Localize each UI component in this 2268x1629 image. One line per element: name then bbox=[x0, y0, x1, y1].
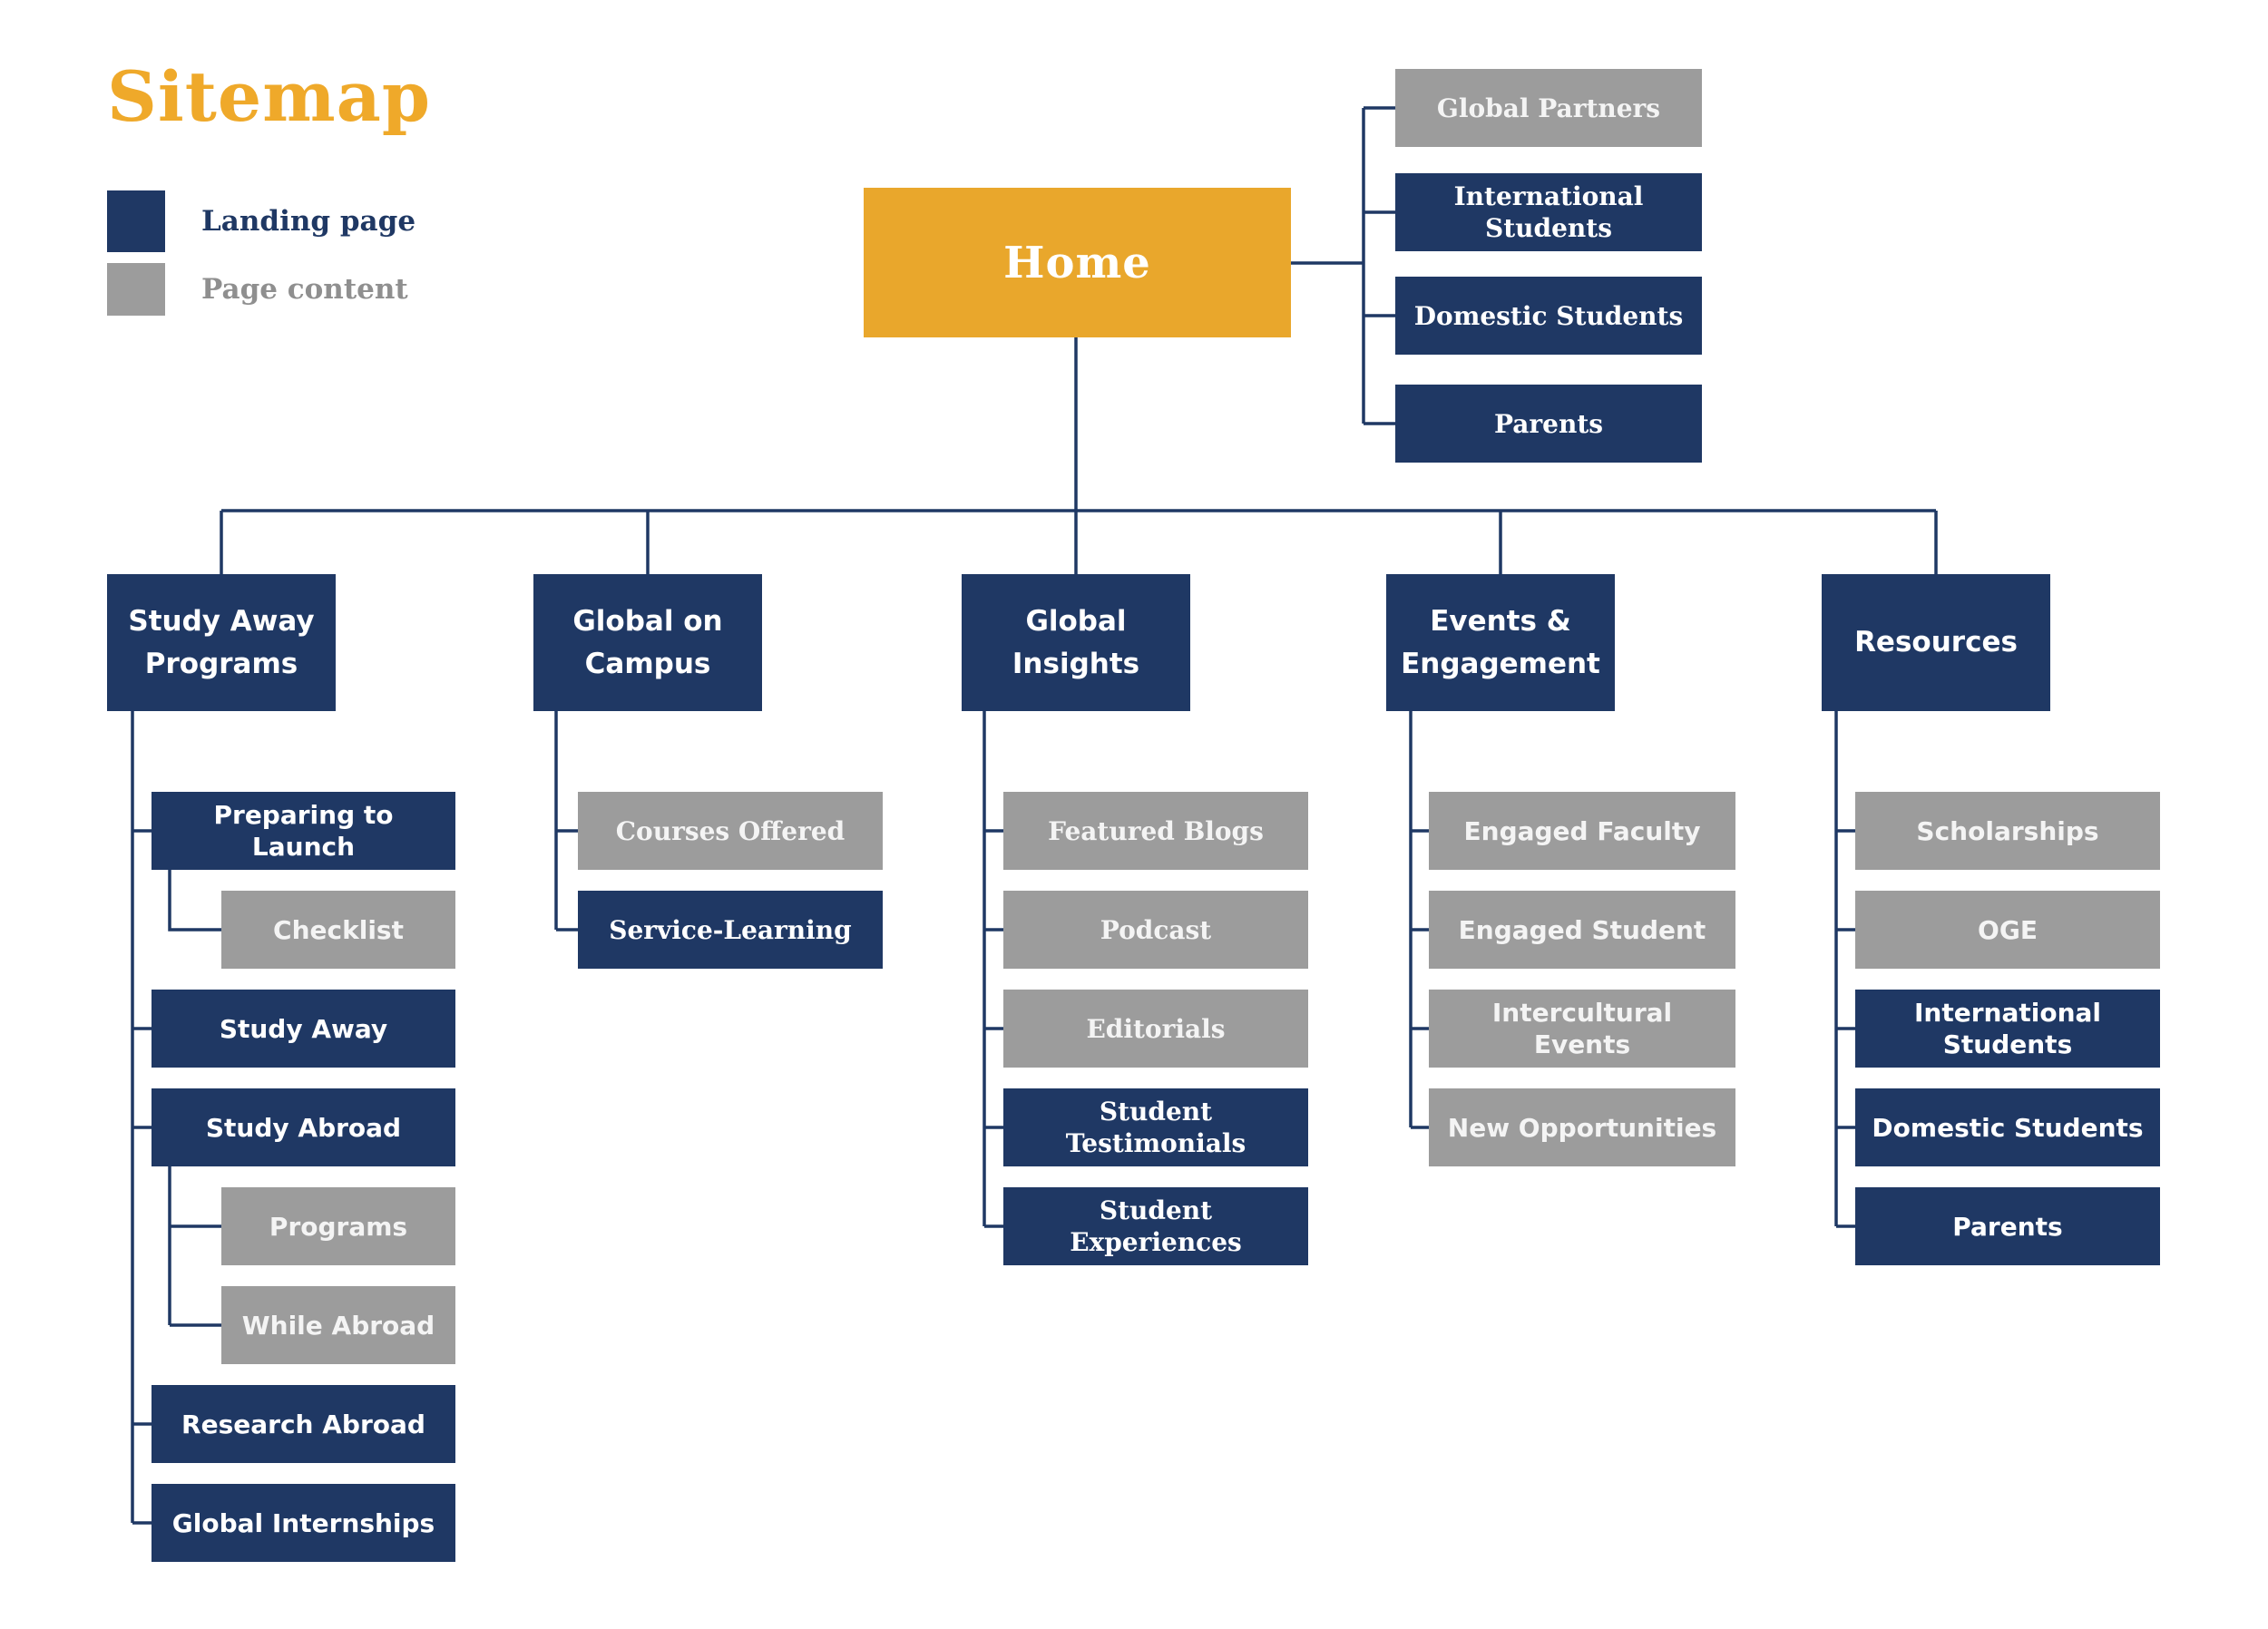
node-courses-offered: Courses Offered bbox=[578, 792, 883, 870]
legend-page-content: Page content bbox=[107, 263, 408, 316]
node-global-partners: Global Partners bbox=[1395, 69, 1702, 147]
legend-landing-label: Landing page bbox=[201, 205, 416, 238]
node-preparing-to-launch: Preparing to Launch bbox=[152, 792, 455, 870]
branch-study-away-programs: Study Away Programs bbox=[107, 574, 336, 711]
node-student-experiences: Student Experiences bbox=[1003, 1187, 1308, 1265]
branch-resources: Resources bbox=[1822, 574, 2050, 711]
node-service-learning: Service-Learning bbox=[578, 891, 883, 969]
node-international-students-resources: International Students bbox=[1855, 990, 2160, 1068]
node-oge: OGE bbox=[1855, 891, 2160, 969]
node-new-opportunities: New Opportunities bbox=[1429, 1088, 1735, 1166]
legend-landing-swatch bbox=[107, 190, 165, 252]
node-research-abroad: Research Abroad bbox=[152, 1385, 455, 1463]
node-while-abroad: While Abroad bbox=[221, 1286, 455, 1364]
node-domestic-students-top: Domestic Students bbox=[1395, 277, 1702, 355]
node-programs: Programs bbox=[221, 1187, 455, 1265]
node-international-students-top: International Students bbox=[1395, 173, 1702, 251]
node-home: Home bbox=[864, 188, 1291, 337]
node-study-away: Study Away bbox=[152, 990, 455, 1068]
branch-global-insights: Global Insights bbox=[962, 574, 1190, 711]
node-checklist: Checklist bbox=[221, 891, 455, 969]
legend-content-label: Page content bbox=[201, 273, 408, 306]
node-student-testimonials: Student Testimonials bbox=[1003, 1088, 1308, 1166]
node-domestic-students-resources: Domestic Students bbox=[1855, 1088, 2160, 1166]
node-study-abroad: Study Abroad bbox=[152, 1088, 455, 1166]
node-featured-blogs: Featured Blogs bbox=[1003, 792, 1308, 870]
node-podcast: Podcast bbox=[1003, 891, 1308, 969]
node-global-internships: Global Internships bbox=[152, 1484, 455, 1562]
node-scholarships: Scholarships bbox=[1855, 792, 2160, 870]
legend-content-swatch bbox=[107, 263, 165, 316]
branch-events-engagement: Events & Engagement bbox=[1386, 574, 1615, 711]
page-title: Sitemap bbox=[107, 56, 432, 137]
node-intercultural-events: Intercultural Events bbox=[1429, 990, 1735, 1068]
node-engaged-faculty: Engaged Faculty bbox=[1429, 792, 1735, 870]
node-parents-top: Parents bbox=[1395, 385, 1702, 463]
branch-global-on-campus: Global on Campus bbox=[533, 574, 762, 711]
node-engaged-student: Engaged Student bbox=[1429, 891, 1735, 969]
node-parents-resources: Parents bbox=[1855, 1187, 2160, 1265]
node-editorials: Editorials bbox=[1003, 990, 1308, 1068]
legend-landing-page: Landing page bbox=[107, 190, 415, 252]
